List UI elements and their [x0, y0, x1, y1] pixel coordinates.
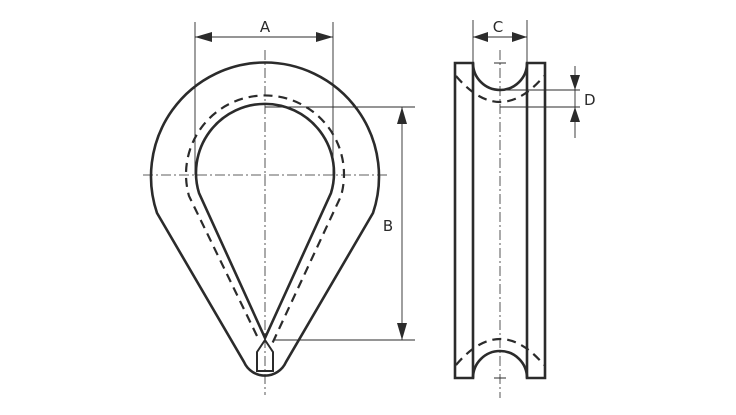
thimble-inner-contour — [194, 102, 336, 342]
dimension-label-a: A — [260, 18, 271, 36]
dimension-c: C — [472, 18, 528, 63]
dimension-label-c: C — [493, 18, 503, 36]
thimble-side-view: C D — [453, 18, 596, 398]
thimble-front-view: A B — [143, 18, 415, 395]
side-outer-profile — [453, 61, 547, 380]
side-bottom-hidden-arc — [455, 338, 545, 366]
groove-hidden-line — [184, 94, 346, 345]
dimension-d: D — [500, 66, 596, 138]
dimension-b: B — [265, 106, 415, 341]
dimension-label-b: B — [383, 217, 393, 235]
dimension-a: A — [194, 18, 334, 175]
thimble-tip-notch — [256, 338, 274, 372]
dimension-label-d: D — [584, 91, 596, 109]
side-top-hidden-arc — [455, 75, 545, 103]
side-groove-walls — [471, 63, 529, 378]
thimble-outer-contour — [149, 61, 381, 377]
